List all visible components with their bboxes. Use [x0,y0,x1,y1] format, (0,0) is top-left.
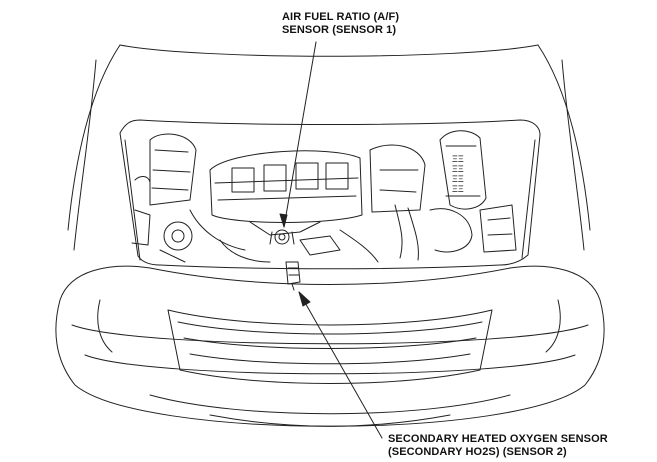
ho2s-sensor-label-line2: (SECONDARY HO2S) (SENSOR 2) [388,446,567,458]
engine-assembly [131,133,517,263]
fuse-box: ΞΞ ΞΞ ΞΞ ΞΞ [439,130,487,210]
af-sensor-label-line1: AIR FUEL RATIO (A/F) [282,11,400,23]
af-sensor-label: AIR FUEL RATIO (A/F) SENSOR (SENSOR 1) [282,11,399,37]
af-sensor-label-line2: SENSOR (SENSOR 1) [282,24,397,36]
leader-arrow-ho2s-sensor [298,291,383,439]
fuse-mark-1: ΞΞ [452,154,464,164]
fuse-mark-2: ΞΞ [452,164,464,174]
af-sensor-part [269,229,295,245]
car-body-outline [55,44,605,427]
ho2s-sensor-part [285,261,301,291]
fuse-mark-4: ΞΞ [452,184,464,194]
leader-arrow-af-sensor [279,41,317,228]
ho2s-sensor-label-line1: SECONDARY HEATED OXYGEN SENSOR [388,433,608,445]
engine-bay-panel [119,119,541,270]
fuse-mark-3: ΞΞ [452,174,464,184]
ho2s-sensor-label: SECONDARY HEATED OXYGEN SENSOR (SECONDAR… [388,433,608,459]
